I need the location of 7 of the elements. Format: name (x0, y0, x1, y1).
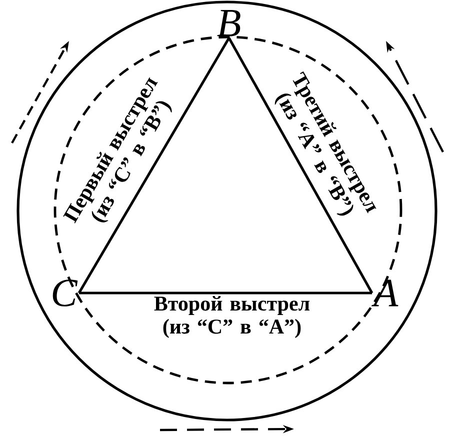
triangle-side (228, 37, 374, 294)
triangle-side (79, 292, 372, 294)
vertex-letter: C (52, 280, 78, 306)
vertex-letter: A (372, 280, 398, 306)
edge-label: Второй выстрел (из “C” в “A”) (154, 296, 310, 338)
triangle-side (78, 37, 230, 294)
vertex-letter: B (217, 10, 240, 36)
